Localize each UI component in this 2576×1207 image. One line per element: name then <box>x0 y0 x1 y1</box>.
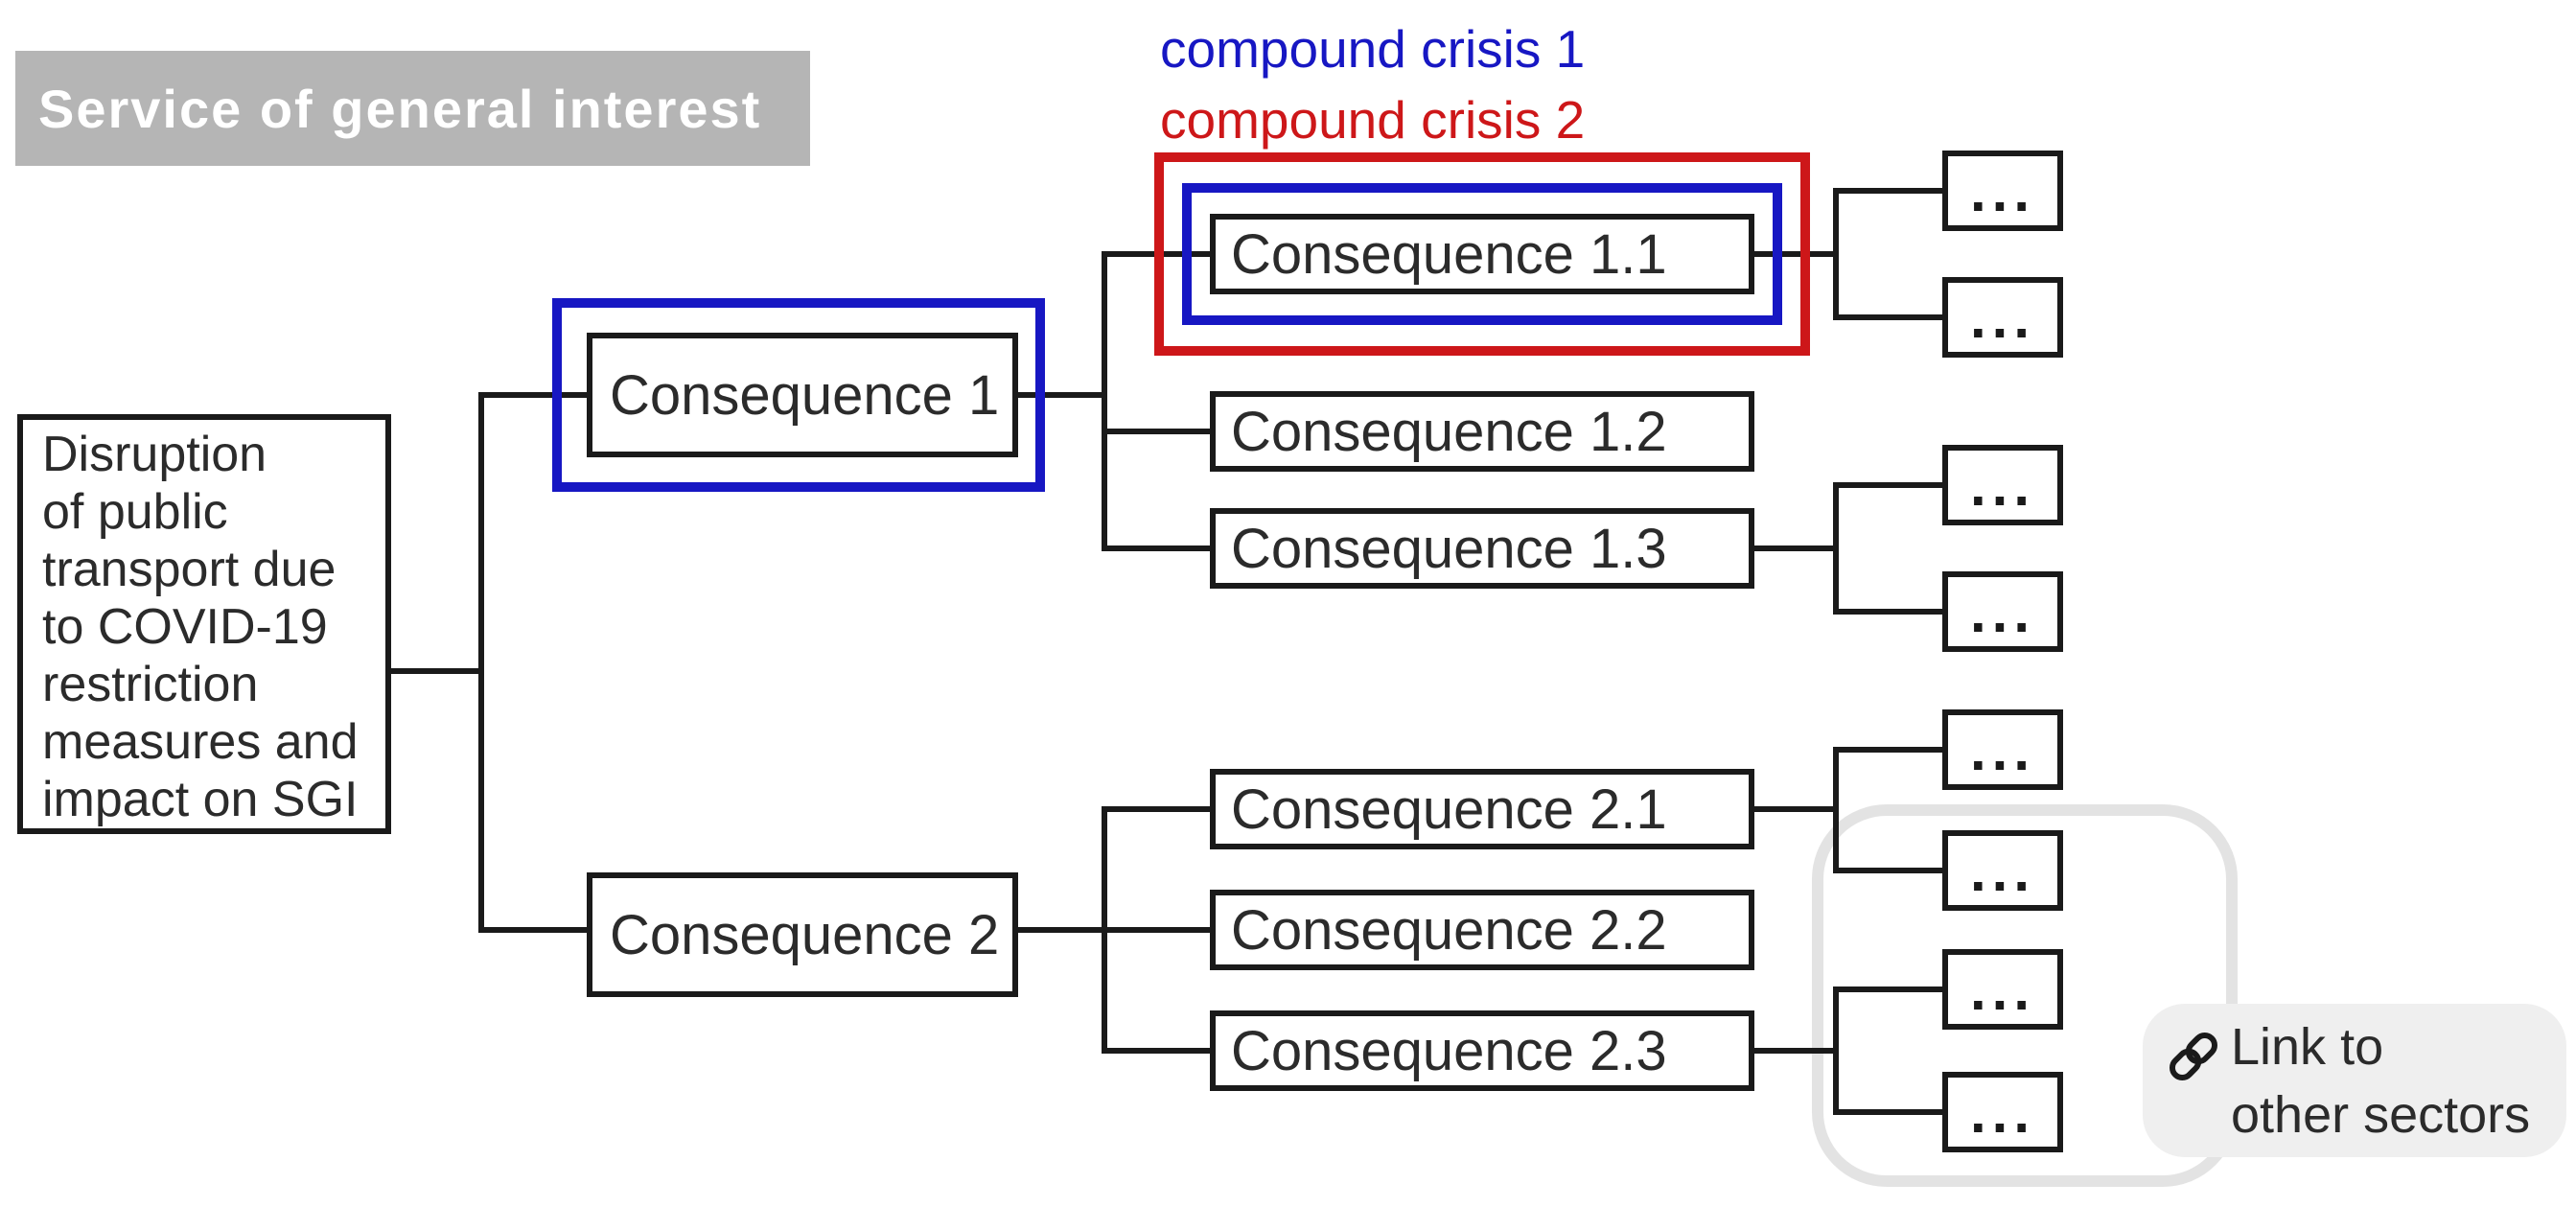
compound-crisis-1-frame-c11 <box>1182 183 1782 325</box>
node-consequence-2: Consequence 2 <box>587 872 1018 997</box>
node-ellipsis-1-1-a: ... <box>1942 151 2063 231</box>
node-ellipsis-1-3-b: ... <box>1942 571 2063 652</box>
node-ellipsis-2-3-a: ... <box>1942 949 2063 1030</box>
compound-crisis-1-label: compound crisis 1 <box>1160 19 1586 79</box>
link-note-line-2: other sectors <box>2231 1086 2531 1144</box>
sector-group-outline <box>1812 804 2238 1187</box>
node-ellipsis-2-1-b: ... <box>1942 830 2063 911</box>
node-consequence-2-2: Consequence 2.2 <box>1210 890 1754 970</box>
link-to-other-sectors-note: Link to other sectors <box>2143 1004 2566 1157</box>
link-note-text: Link to other sectors <box>2231 1013 2530 1149</box>
node-consequence-1-2: Consequence 1.2 <box>1210 391 1754 472</box>
compound-crisis-2-frame <box>1154 152 1810 356</box>
link-note-line-1: Link to <box>2231 1018 2384 1076</box>
sgi-header-badge: Service of general interest <box>15 51 810 166</box>
node-ellipsis-1-3-a: ... <box>1942 445 2063 525</box>
node-consequence-1: Consequence 1 <box>587 333 1018 457</box>
chain-link-icon <box>2170 1033 2217 1080</box>
compound-crisis-2-label: compound crisis 2 <box>1160 90 1586 150</box>
node-consequence-1-1: Consequence 1.1 <box>1210 214 1754 294</box>
node-ellipsis-2-1-a: ... <box>1942 709 2063 790</box>
node-consequence-2-1: Consequence 2.1 <box>1210 769 1754 849</box>
node-consequence-2-3: Consequence 2.3 <box>1210 1010 1754 1091</box>
compound-crisis-legend: compound crisis 1 compound crisis 2 <box>1160 13 1585 155</box>
compound-crisis-1-frame-c1 <box>552 298 1045 492</box>
root-node-disruption: Disruption of public transport due to CO… <box>17 414 391 834</box>
node-ellipsis-2-3-b: ... <box>1942 1072 2063 1152</box>
node-ellipsis-1-1-b: ... <box>1942 277 2063 358</box>
node-consequence-1-3: Consequence 1.3 <box>1210 508 1754 589</box>
